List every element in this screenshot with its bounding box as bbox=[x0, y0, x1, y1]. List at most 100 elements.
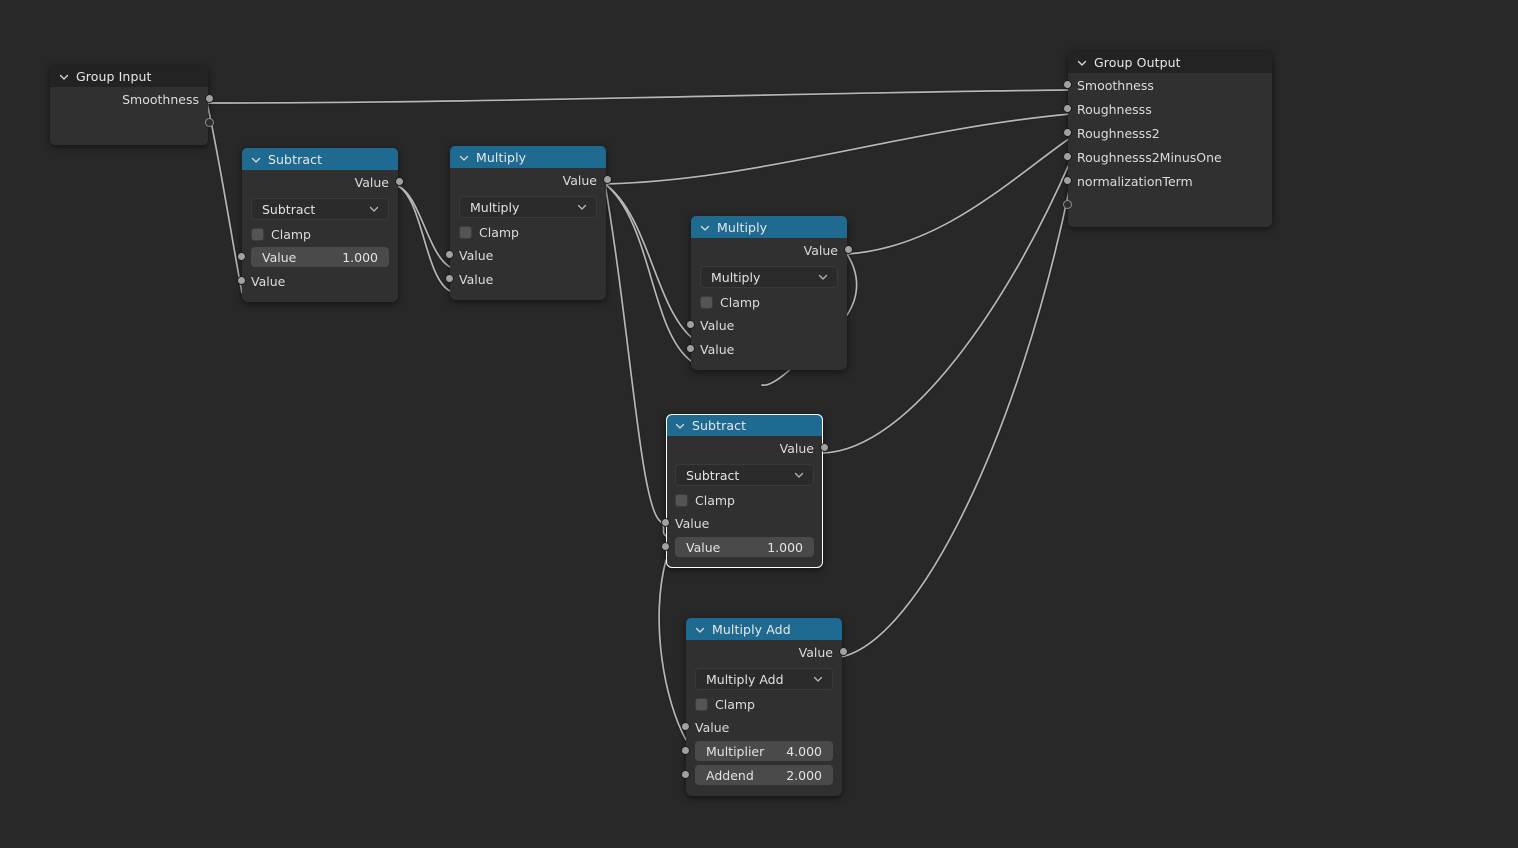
node-link[interactable] bbox=[604, 113, 1071, 185]
node-header-subtract-1[interactable]: Subtract bbox=[242, 148, 398, 170]
clamp-checkbox[interactable] bbox=[695, 697, 708, 711]
node-header-group-output[interactable]: Group Output bbox=[1068, 51, 1272, 73]
chevron-down-icon[interactable] bbox=[817, 271, 829, 283]
chevron-down-icon[interactable] bbox=[694, 624, 707, 637]
input-socket[interactable] bbox=[1062, 80, 1072, 89]
clamp-checkbox-row[interactable]: Clamp bbox=[450, 221, 606, 243]
output-socket-row[interactable]: Value bbox=[691, 238, 853, 262]
input-socket-row[interactable]: Value bbox=[680, 715, 842, 739]
node-link[interactable] bbox=[397, 185, 451, 292]
input-socket[interactable] bbox=[685, 320, 695, 329]
node-link[interactable] bbox=[846, 137, 1071, 255]
input-socket[interactable] bbox=[1062, 104, 1072, 113]
output-socket-row[interactable]: Value bbox=[450, 168, 612, 192]
input-socket-row[interactable]: Value bbox=[660, 511, 823, 535]
node-header-group-input[interactable]: Group Input bbox=[50, 65, 208, 87]
output-socket[interactable] bbox=[394, 177, 404, 186]
input-socket[interactable] bbox=[680, 722, 690, 731]
input-socket[interactable] bbox=[1062, 176, 1072, 185]
input-socket-row[interactable]: Value bbox=[685, 313, 847, 337]
node-link[interactable] bbox=[604, 183, 692, 338]
input-socket[interactable] bbox=[680, 770, 690, 779]
input-socket[interactable] bbox=[1062, 152, 1072, 161]
chevron-down-icon[interactable] bbox=[576, 201, 588, 213]
clamp-checkbox[interactable] bbox=[459, 225, 472, 239]
input-socket-row[interactable]: normalizationTerm bbox=[1062, 169, 1272, 193]
operation-dropdown[interactable]: Multiply bbox=[700, 266, 838, 288]
clamp-checkbox[interactable] bbox=[700, 295, 713, 309]
output-socket-row[interactable]: Value bbox=[242, 170, 404, 194]
operation-dropdown[interactable]: Multiply bbox=[459, 196, 597, 218]
input-socket-row[interactable]: Roughnesss bbox=[1062, 97, 1272, 121]
operation-dropdown[interactable]: Subtract bbox=[251, 198, 389, 220]
input-socket-row[interactable]: Roughnesss2 bbox=[1062, 121, 1272, 145]
input-socket[interactable] bbox=[680, 746, 690, 755]
input-socket[interactable] bbox=[660, 542, 670, 551]
chevron-down-icon[interactable] bbox=[699, 222, 712, 235]
clamp-checkbox-row[interactable]: Clamp bbox=[242, 223, 398, 245]
input-socket-row[interactable]: Roughnesss2MinusOne bbox=[1062, 145, 1272, 169]
clamp-checkbox-row[interactable]: Clamp bbox=[666, 489, 823, 511]
chevron-down-icon[interactable] bbox=[458, 152, 471, 165]
output-socket[interactable] bbox=[819, 443, 829, 452]
node-link[interactable] bbox=[397, 185, 451, 268]
input-socket-row[interactable]: Value bbox=[444, 243, 606, 267]
chevron-down-icon[interactable] bbox=[58, 71, 71, 84]
input-socket-row[interactable]: Value bbox=[685, 337, 847, 361]
chevron-down-icon[interactable] bbox=[674, 420, 687, 433]
output-socket[interactable] bbox=[204, 94, 214, 103]
node-link[interactable] bbox=[206, 89, 1071, 104]
clamp-checkbox-row[interactable]: Clamp bbox=[691, 291, 847, 313]
input-socket-row[interactable]: Value bbox=[444, 267, 606, 291]
chevron-down-icon[interactable] bbox=[368, 203, 380, 215]
node-header-multiply-add-1[interactable]: Multiply Add bbox=[686, 618, 842, 640]
input-socket[interactable] bbox=[660, 518, 670, 527]
input-socket[interactable] bbox=[236, 252, 246, 261]
chevron-down-icon[interactable] bbox=[793, 469, 805, 481]
node-link[interactable] bbox=[658, 559, 687, 741]
clamp-checkbox-row[interactable]: Clamp bbox=[686, 693, 842, 715]
output-socket[interactable] bbox=[602, 175, 612, 184]
chevron-down-icon[interactable] bbox=[1076, 57, 1089, 70]
output-socket[interactable] bbox=[838, 647, 848, 656]
output-socket-row[interactable]: Smoothness bbox=[50, 87, 214, 111]
input-socket-row[interactable] bbox=[1062, 193, 1272, 217]
input-socket-row[interactable]: Smoothness bbox=[1062, 73, 1272, 97]
node-header-multiply-1[interactable]: Multiply bbox=[450, 146, 606, 168]
output-socket[interactable] bbox=[204, 118, 214, 127]
output-socket[interactable] bbox=[843, 245, 853, 254]
node-header-subtract-2[interactable]: Subtract bbox=[666, 414, 823, 436]
node-link[interactable] bbox=[840, 185, 1071, 658]
clamp-checkbox[interactable] bbox=[675, 493, 688, 507]
output-socket-row[interactable]: Value bbox=[686, 640, 848, 664]
chevron-down-icon[interactable] bbox=[812, 673, 824, 685]
input-socket[interactable] bbox=[444, 250, 454, 259]
input-socket[interactable] bbox=[1062, 128, 1072, 137]
node-link[interactable] bbox=[604, 183, 692, 362]
node-link[interactable] bbox=[206, 102, 243, 294]
chevron-down-icon[interactable] bbox=[250, 154, 263, 167]
node-link[interactable] bbox=[822, 161, 1071, 454]
output-socket-row[interactable] bbox=[50, 111, 214, 135]
clamp-checkbox[interactable] bbox=[251, 227, 264, 241]
output-socket-row[interactable]: Value bbox=[666, 436, 829, 460]
input-socket[interactable] bbox=[236, 276, 246, 285]
node-header-multiply-2[interactable]: Multiply bbox=[691, 216, 847, 238]
input-socket[interactable] bbox=[1062, 200, 1072, 209]
input-socket-row[interactable]: Value bbox=[236, 269, 398, 293]
